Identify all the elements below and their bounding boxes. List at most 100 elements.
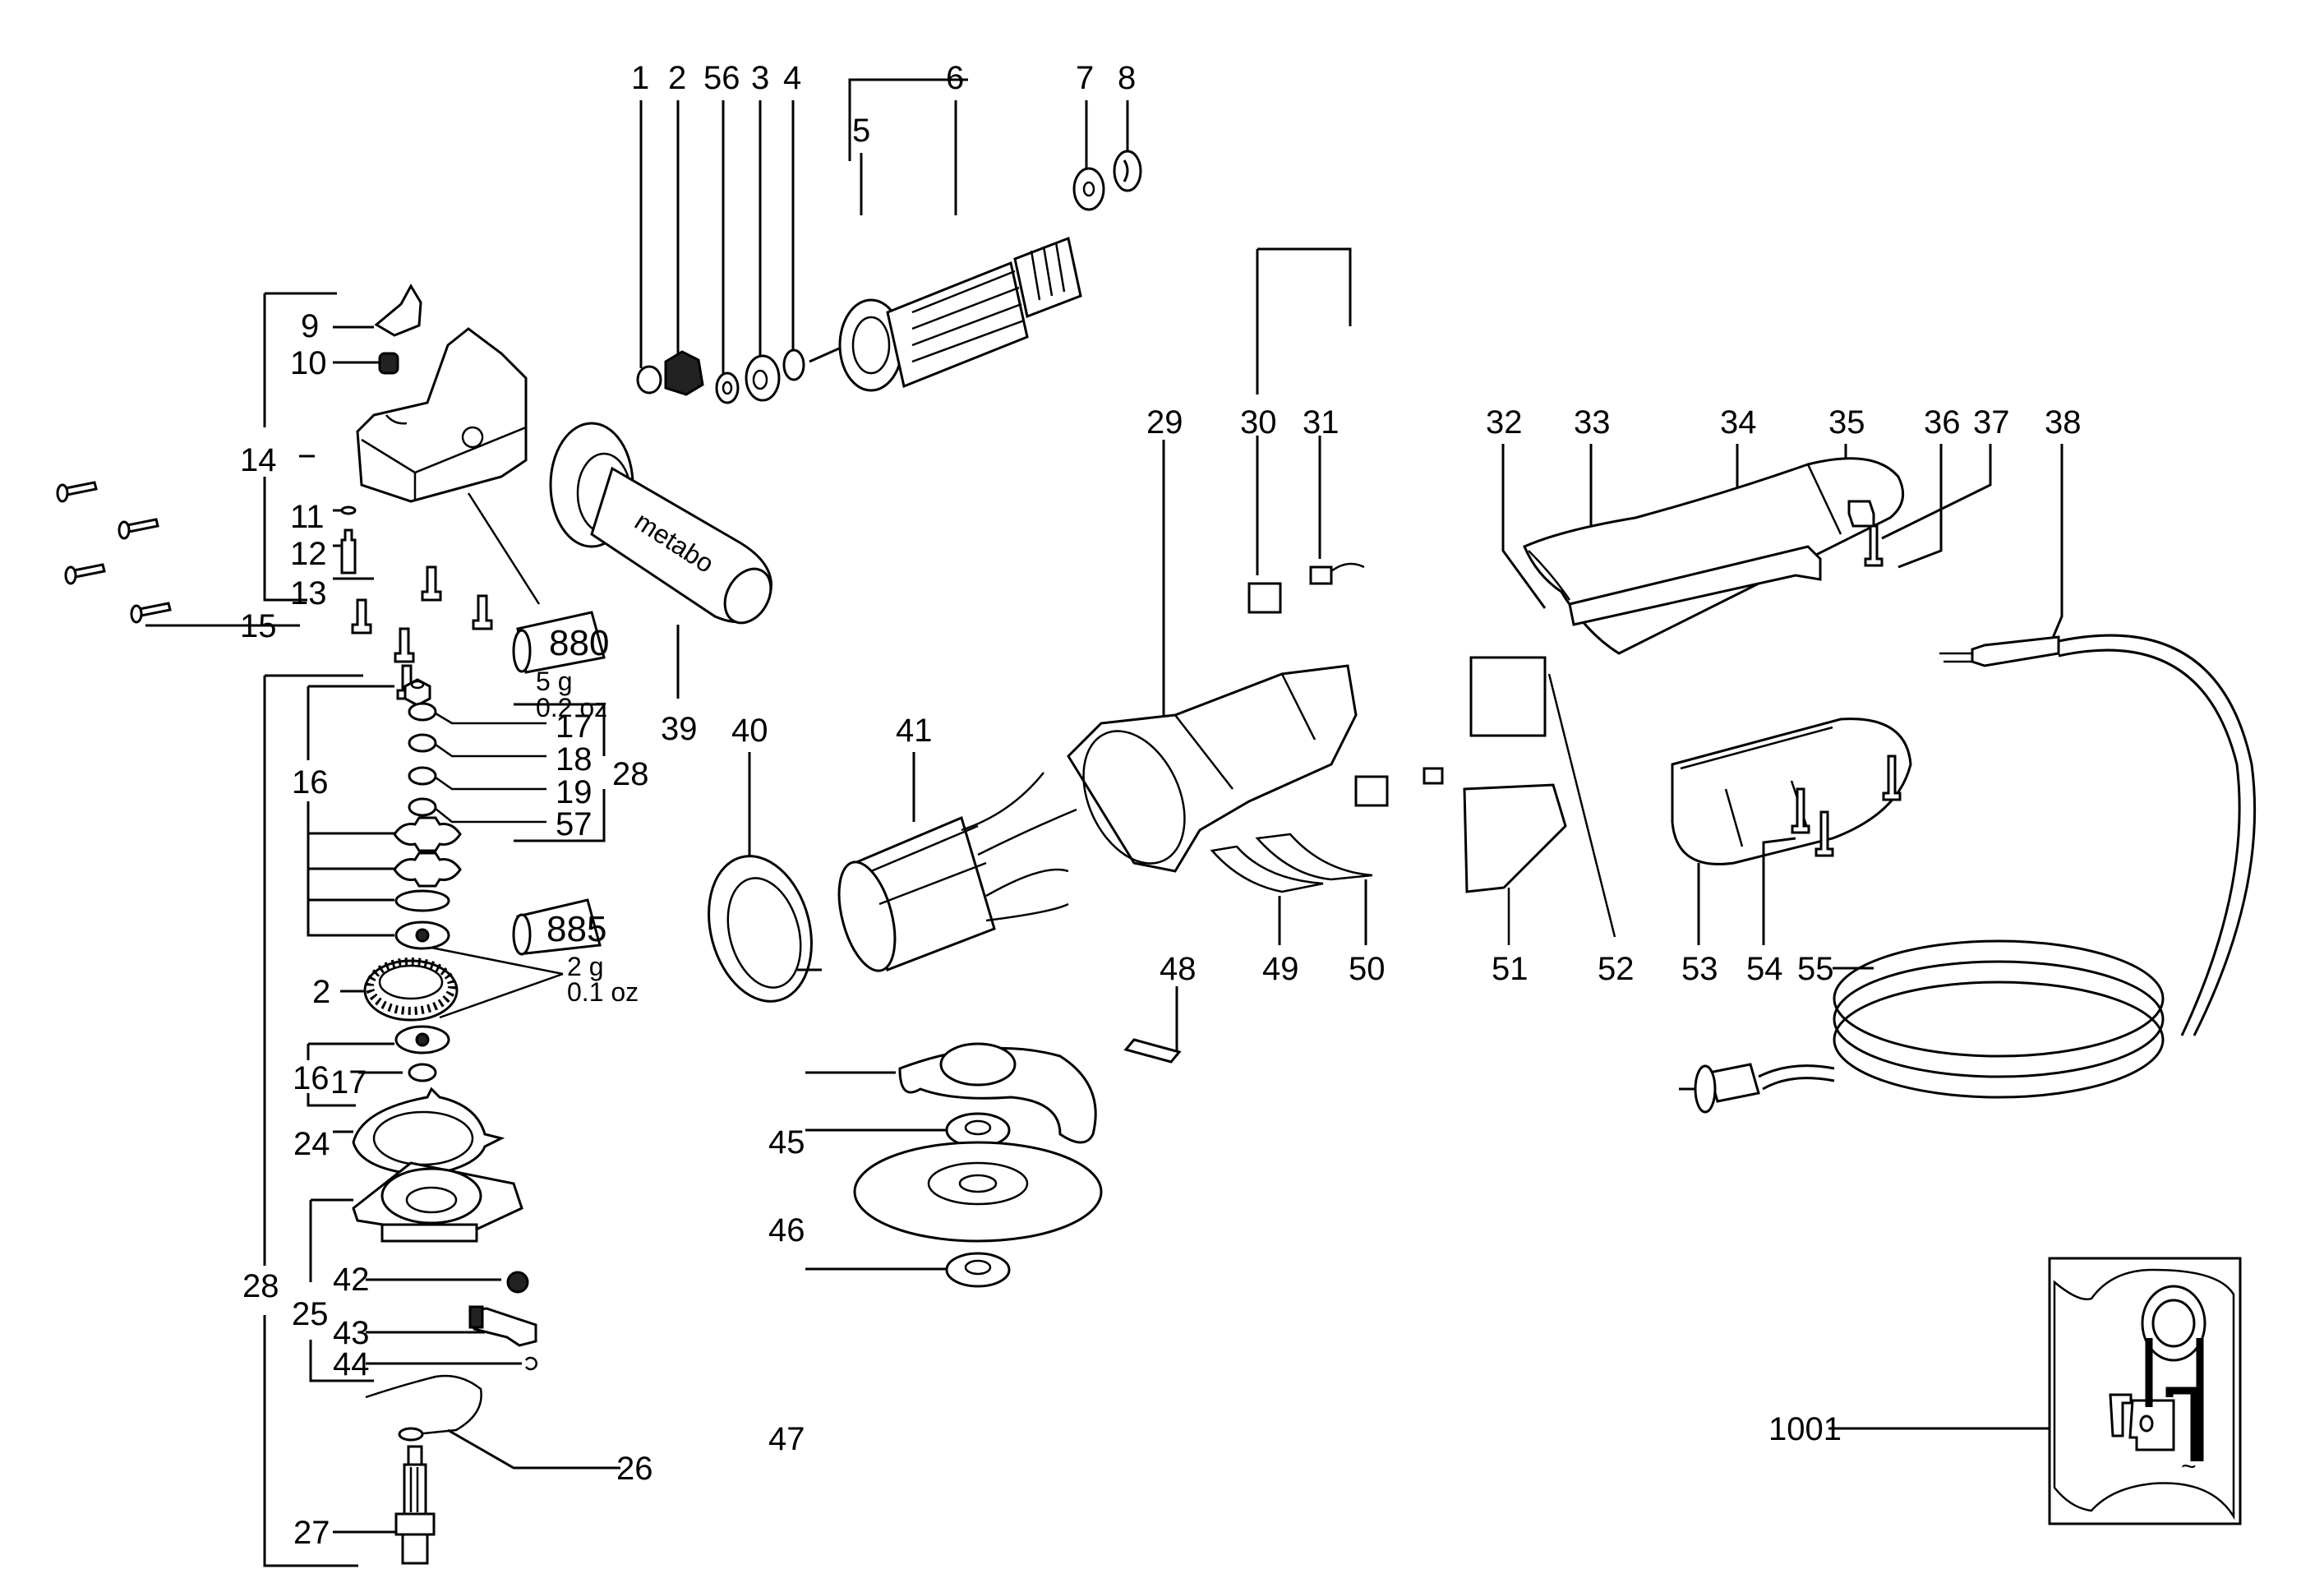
label-49: 49 xyxy=(1262,951,1299,987)
speed-control-part xyxy=(1463,783,1567,893)
washer-part xyxy=(408,1063,437,1082)
label-55: 55 xyxy=(1797,951,1834,987)
label-17: 17 xyxy=(556,708,593,745)
label-17-lower: 17 xyxy=(330,1064,367,1101)
label-13: 13 xyxy=(290,575,327,611)
label-46: 46 xyxy=(768,1212,805,1248)
label-14: 14 xyxy=(240,442,277,478)
lock-washer-part xyxy=(393,816,462,852)
spindle-lock-button-part xyxy=(374,283,422,337)
bearing-flange-part xyxy=(352,1161,523,1243)
label-18: 18 xyxy=(556,741,593,778)
clip-part xyxy=(1847,500,1875,528)
screw-part xyxy=(56,481,172,624)
label-9: 9 xyxy=(301,308,319,344)
label-1: 1 xyxy=(631,60,649,96)
pinion-gear-part xyxy=(664,350,704,396)
gear-stack-group: 28 17 18 19 57 28 16 885 2 g 0.1 oz xyxy=(242,674,653,1567)
label-38: 38 xyxy=(2045,404,2082,441)
spring-part xyxy=(378,352,399,375)
label-8: 8 xyxy=(1118,60,1136,96)
washer-part xyxy=(408,766,437,786)
label-6: 6 xyxy=(946,60,964,96)
ground-wire-part xyxy=(365,1374,482,1436)
pin-part xyxy=(340,528,357,575)
label-19: 19 xyxy=(556,774,593,810)
label-39: 39 xyxy=(661,711,698,747)
label-25: 25 xyxy=(292,1296,329,1332)
handle-group: 32 33 34 35 36 37 38 51 52 53 xyxy=(1354,404,2257,1114)
label-57: 57 xyxy=(556,806,593,842)
label-12: 12 xyxy=(290,536,327,572)
label-47: 47 xyxy=(768,1421,805,1457)
label-28-left: 28 xyxy=(242,1268,279,1304)
nut-part xyxy=(636,365,662,395)
label-35: 35 xyxy=(1828,404,1865,441)
o-ring-part xyxy=(340,505,357,515)
brush-holder-part xyxy=(1247,582,1282,614)
label-32: 32 xyxy=(1486,404,1523,441)
label-26: 26 xyxy=(616,1451,653,1487)
label-51: 51 xyxy=(1492,951,1529,987)
label-48: 48 xyxy=(1160,951,1197,987)
air-baffle-part xyxy=(708,855,822,1003)
brake-shoe-part xyxy=(468,1305,484,1329)
label-3: 3 xyxy=(751,60,769,96)
label-16-lower: 16 xyxy=(293,1060,330,1096)
bearing-part xyxy=(1072,167,1105,211)
label-41: 41 xyxy=(896,713,933,749)
washer-part xyxy=(782,348,805,381)
handle-shell-part xyxy=(1671,718,1912,865)
label-11: 11 xyxy=(290,499,325,535)
clamping-nut-part xyxy=(945,1252,1011,1288)
label-45: 45 xyxy=(768,1124,805,1161)
side-handle-part: metabo 39 xyxy=(549,422,772,747)
label-4: 4 xyxy=(783,60,801,96)
wiring-diagram-inset: ~ 1001 xyxy=(1768,1257,2242,1525)
bearing-part xyxy=(745,354,781,402)
screw-part xyxy=(1791,754,1902,857)
stator-part xyxy=(837,772,1077,972)
washer-part xyxy=(408,797,437,817)
label-29: 29 xyxy=(1146,404,1183,441)
washer-part xyxy=(394,889,450,912)
bevel-gear-part xyxy=(363,958,459,1022)
washer-part xyxy=(408,702,437,722)
label-10: 10 xyxy=(290,345,327,381)
label-40: 40 xyxy=(731,713,768,749)
screw-part xyxy=(351,565,493,700)
guard-group: 45 46 47 xyxy=(768,1042,1103,1457)
label-56: 56 xyxy=(703,60,740,96)
label-54: 54 xyxy=(1746,951,1783,987)
motor-group: 40 41 29 48 49 50 xyxy=(708,404,1386,1064)
label-34: 34 xyxy=(1720,404,1757,441)
grease-tube-880: 880 xyxy=(512,611,609,674)
label-31: 31 xyxy=(1303,404,1340,441)
label-36: 36 xyxy=(1924,404,1961,441)
lever-part xyxy=(468,1307,537,1347)
label-33: 33 xyxy=(1574,404,1611,441)
gear-head-group: 9 10 14 11 12 13 15 xyxy=(56,283,609,722)
nut-part xyxy=(403,678,431,707)
grease-tube-885: 885 xyxy=(512,898,606,956)
grease-amount-g: 2 g xyxy=(567,952,603,981)
screw-part xyxy=(1864,524,1884,567)
label-37: 37 xyxy=(1973,404,2010,441)
brush-group: 30 31 xyxy=(1240,247,1365,614)
carbon-brush-part xyxy=(1423,767,1444,785)
label-28-right: 28 xyxy=(612,756,649,792)
ac-symbol: ~ xyxy=(2181,1451,2197,1481)
label-50: 50 xyxy=(1349,951,1386,987)
electronics-module-part xyxy=(1469,656,1547,737)
spring-part xyxy=(506,1271,529,1294)
label-42: 42 xyxy=(333,1262,370,1298)
grease-code: 885 xyxy=(546,909,606,949)
grease-amount-oz: 0.1 oz xyxy=(567,977,639,1007)
switch-part xyxy=(1354,775,1389,807)
motor-housing-part xyxy=(1067,664,1358,873)
label-52: 52 xyxy=(1598,951,1635,987)
washer-part xyxy=(715,371,740,404)
carbon-brush-part xyxy=(1309,565,1333,585)
label-sticker-part xyxy=(1210,833,1373,893)
